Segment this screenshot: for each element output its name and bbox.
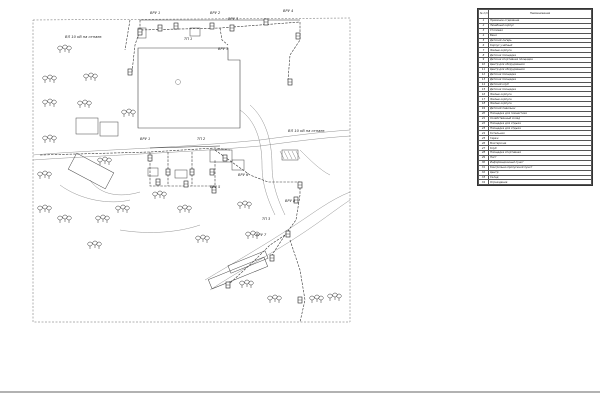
label-vl1: ВЛ 10 кВ на отпаек — [65, 35, 103, 39]
label-vl2: ВЛ 10 кВ на отпаек — [288, 129, 326, 133]
trees — [38, 45, 342, 303]
label-vru3: ВРУ 3 — [228, 17, 239, 21]
label-tp1: ТП 1 — [184, 37, 192, 41]
label-vru8: ВРУ 8 — [285, 199, 296, 203]
label-vru1-top: ВРУ 1 — [150, 11, 160, 15]
overhead-line — [140, 19, 300, 149]
label-vru1: ВРУ 1 — [140, 137, 150, 141]
cable-routes — [39, 19, 306, 323]
legend-header-num: № п/п — [478, 9, 489, 19]
label-vru7: ВРУ 7 — [256, 233, 267, 237]
label-vru4: ВРУ 4 — [283, 9, 294, 13]
label-tp2: ТП 2 — [197, 137, 206, 141]
legend-row-num: 34 — [478, 179, 489, 186]
plan-labels: ВРУ 1 ВРУ 2 ВРУ 3 ВРУ 4 ТП 1 ВРУ 3 ВЛ 10… — [65, 9, 326, 237]
legend-header-name: Наименование — [488, 9, 592, 19]
hatched-area — [279, 150, 301, 160]
label-vru5: ВРУ 5 — [210, 185, 221, 189]
label-vru2: ВРУ 2 — [210, 11, 221, 15]
label-tp3: ТП 3 — [262, 217, 271, 221]
terrain-lines — [32, 104, 351, 291]
legend-row-name: Ограждение — [488, 179, 592, 186]
main-building — [137, 47, 241, 129]
label-vru3-b: ВРУ 3 — [218, 47, 229, 51]
label-vru6: ВРУ 6 — [238, 173, 249, 177]
site-boundary — [32, 17, 351, 323]
